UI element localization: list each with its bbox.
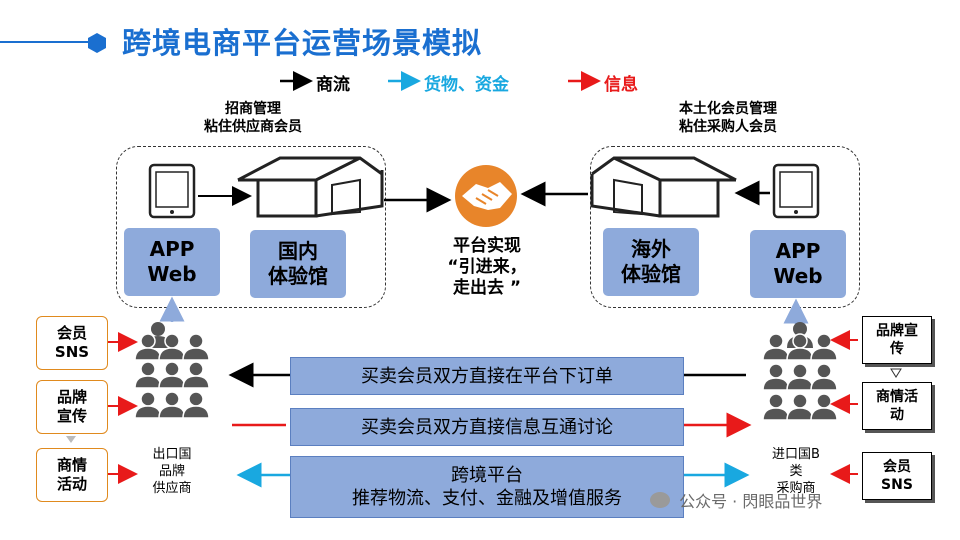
small-down-arrow-right (890, 368, 902, 378)
handshake-icon (455, 165, 517, 227)
right-group-container (590, 146, 860, 308)
right-people-label: 进口国B 类 采购商 (772, 447, 820, 496)
legend: 商流 货物、资金 信息 (278, 70, 658, 95)
domestic-experience-hall-box: 国内 体验馆 (250, 230, 346, 298)
legend-label-info: 信息 (604, 75, 638, 95)
wechat-icon (650, 492, 670, 508)
left-brand-promotion-box: 品牌 宣传 (36, 380, 108, 434)
hexagon-bullet-icon (88, 33, 106, 53)
platform-slogan: 平台实现 “引进来， 走出去 ” (447, 236, 527, 298)
right-warehouse-icon (590, 156, 737, 218)
right-people-group-icon (762, 322, 838, 421)
left-group-heading: 招商管理 粘住供应商会员 (204, 101, 302, 135)
service-flow-bar: 跨境平台 推荐物流、支付、金融及增值服务 (290, 456, 684, 518)
small-down-arrow-left (66, 436, 76, 443)
right-tablet-icon (772, 163, 820, 219)
left-group-container (116, 146, 386, 308)
right-group-heading: 本土化会员管理 粘住采购人会员 (679, 101, 777, 135)
title-accent-line (0, 41, 92, 43)
watermark: 公众号 · 閃眼品世界 (650, 488, 822, 512)
overseas-experience-hall-box: 海外 体验馆 (603, 228, 699, 296)
order-flow-bar: 买卖会员双方直接在平台下订单 (290, 357, 684, 395)
right-app-web-box: APP Web (750, 230, 846, 298)
legend-label-goods: 货物、资金 (424, 75, 509, 95)
left-people-group-icon (134, 322, 210, 419)
left-member-sns-box: 会员 SNS (36, 316, 108, 370)
left-tablet-icon (148, 163, 196, 219)
page-title: 跨境电商平台运营场景模拟 (122, 26, 483, 60)
left-app-web-box: APP Web (124, 228, 220, 296)
watermark-text: 公众号 · 閃眼品世界 (679, 492, 823, 511)
left-people-label: 出口国 品牌 供应商 (152, 447, 192, 496)
right-brand-promotion-box: 品牌宣 传 (862, 316, 932, 364)
info-flow-bar: 买卖会员双方直接信息互通讨论 (290, 408, 684, 446)
left-market-activity-box: 商情 活动 (36, 448, 108, 502)
right-member-sns-box: 会员 SNS (862, 452, 932, 500)
left-warehouse-icon (237, 156, 384, 218)
legend-arrows (280, 71, 601, 91)
right-market-activity-box: 商情活 动 (862, 382, 932, 430)
legend-label-commerce: 商流 (316, 75, 350, 95)
